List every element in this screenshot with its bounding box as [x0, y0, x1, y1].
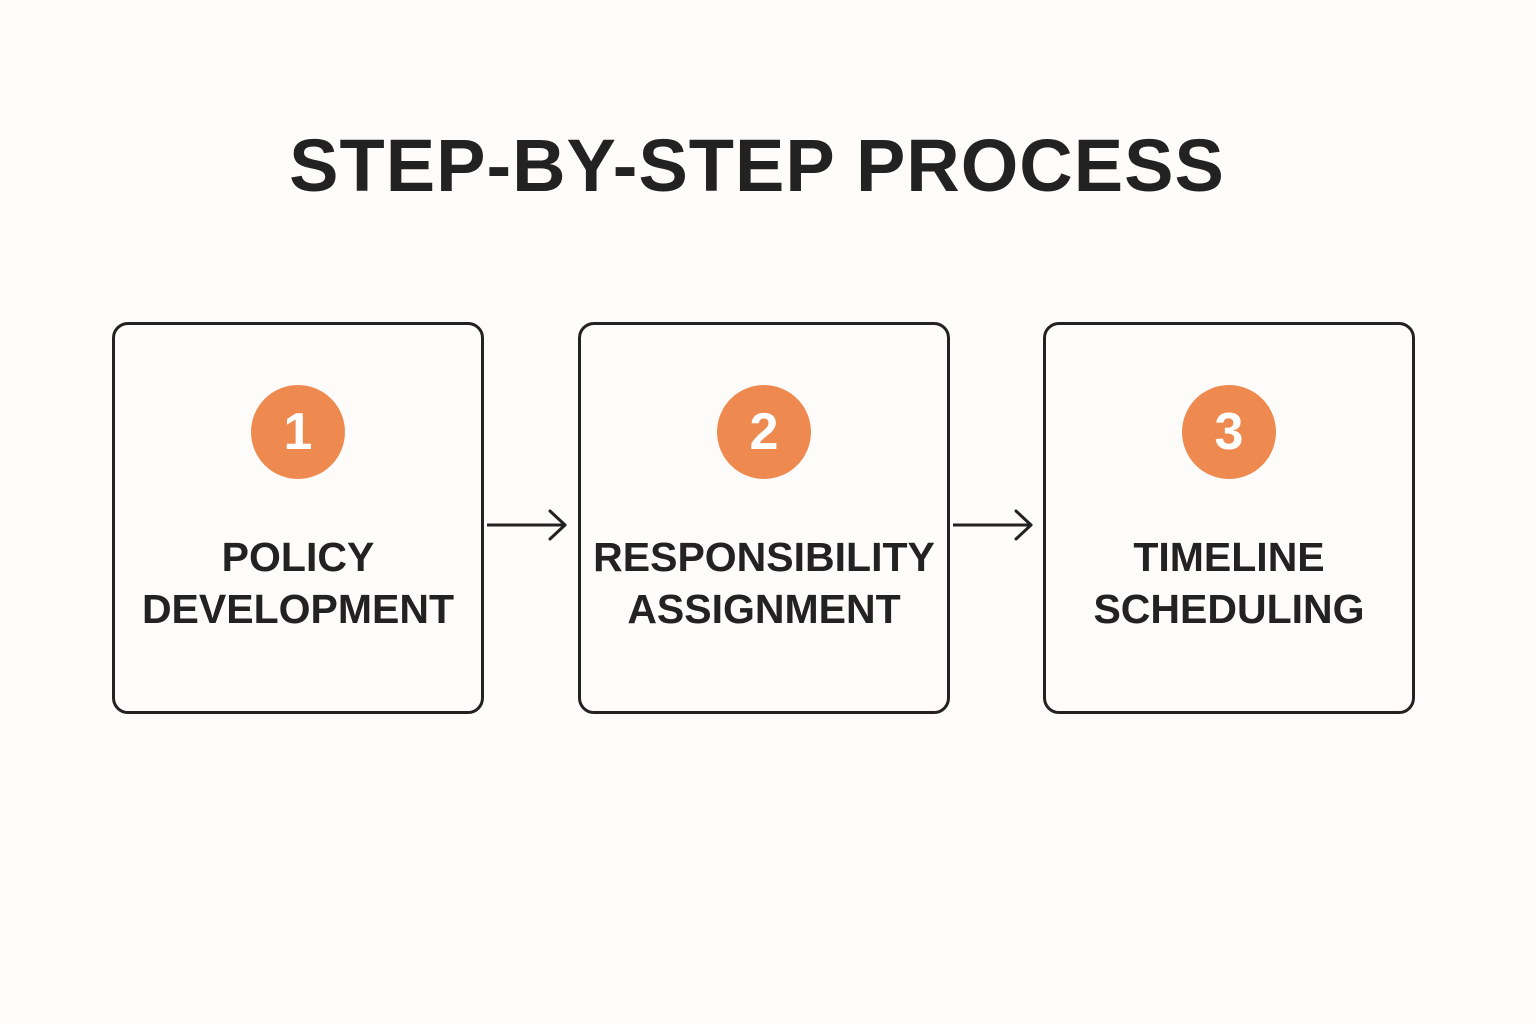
step-2-label-line-2: ASSIGNMENT	[627, 586, 901, 632]
diagram-title: STEP-BY-STEP PROCESS	[289, 124, 1225, 207]
step-2-number-badge: 2	[717, 385, 811, 479]
step-1-label-line-1: POLICY	[221, 534, 375, 580]
step-2-box: 2 RESPONSIBILITY ASSIGNMENT	[578, 322, 950, 714]
step-3-label-line-1: TIMELINE	[1133, 534, 1325, 580]
step-1-number-badge: 1	[251, 385, 345, 479]
step-3-label-line-2: SCHEDULING	[1093, 586, 1365, 632]
step-2-label-line-1: RESPONSIBILITY	[593, 534, 935, 580]
step-2-label: RESPONSIBILITY ASSIGNMENT	[581, 531, 947, 635]
step-3-number-badge: 3	[1182, 385, 1276, 479]
step-3-box: 3 TIMELINE SCHEDULING	[1043, 322, 1415, 714]
step-1-label: POLICY DEVELOPMENT	[115, 531, 481, 635]
step-1-label-line-2: DEVELOPMENT	[141, 586, 455, 632]
arrow-right-icon	[487, 509, 567, 541]
step-1-box: 1 POLICY DEVELOPMENT	[112, 322, 484, 714]
step-3-label: TIMELINE SCHEDULING	[1046, 531, 1412, 635]
arrow-right-icon	[953, 509, 1033, 541]
